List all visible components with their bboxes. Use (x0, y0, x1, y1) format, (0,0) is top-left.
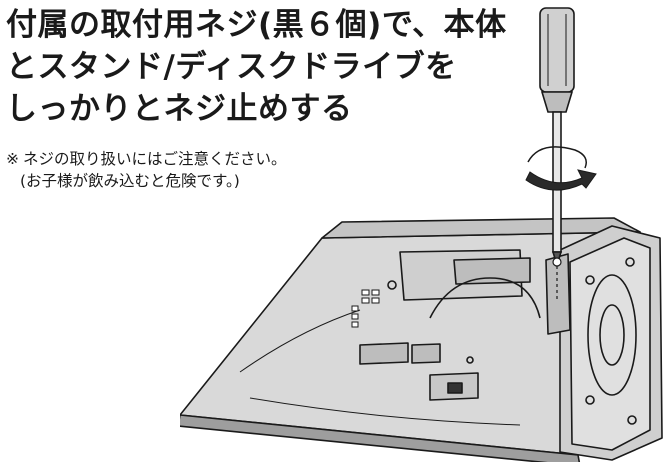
note-line-1: ネジの取り扱いにはご注意ください。 (23, 150, 287, 168)
heading-line-2: とスタンド/ディスクドライブを (6, 49, 457, 85)
caution-note: ※ネジの取り扱いにはご注意ください。 (お子様が飲み込むと危険です。) (6, 148, 287, 192)
stand-disk-drive (545, 225, 663, 461)
assembly-illustration (180, 7, 663, 462)
instruction-heading: 付属の取付用ネジ(黒６個)で、本体 とスタンド/ディスクドライブを しっかりとネ… (6, 4, 516, 130)
heading-line-1: 付属の取付用ネジ(黒６個)で、本体 (6, 7, 507, 43)
port-cluster (351, 289, 380, 328)
note-mark: ※ (6, 150, 19, 168)
note-line-2: (お子様が飲み込むと危険です。) (20, 172, 240, 190)
rotation-arrow-icon (525, 146, 597, 191)
heading-line-3: しっかりとネジ止めする (6, 91, 353, 127)
tv-body-back (180, 217, 641, 462)
screw-icon (552, 257, 562, 300)
